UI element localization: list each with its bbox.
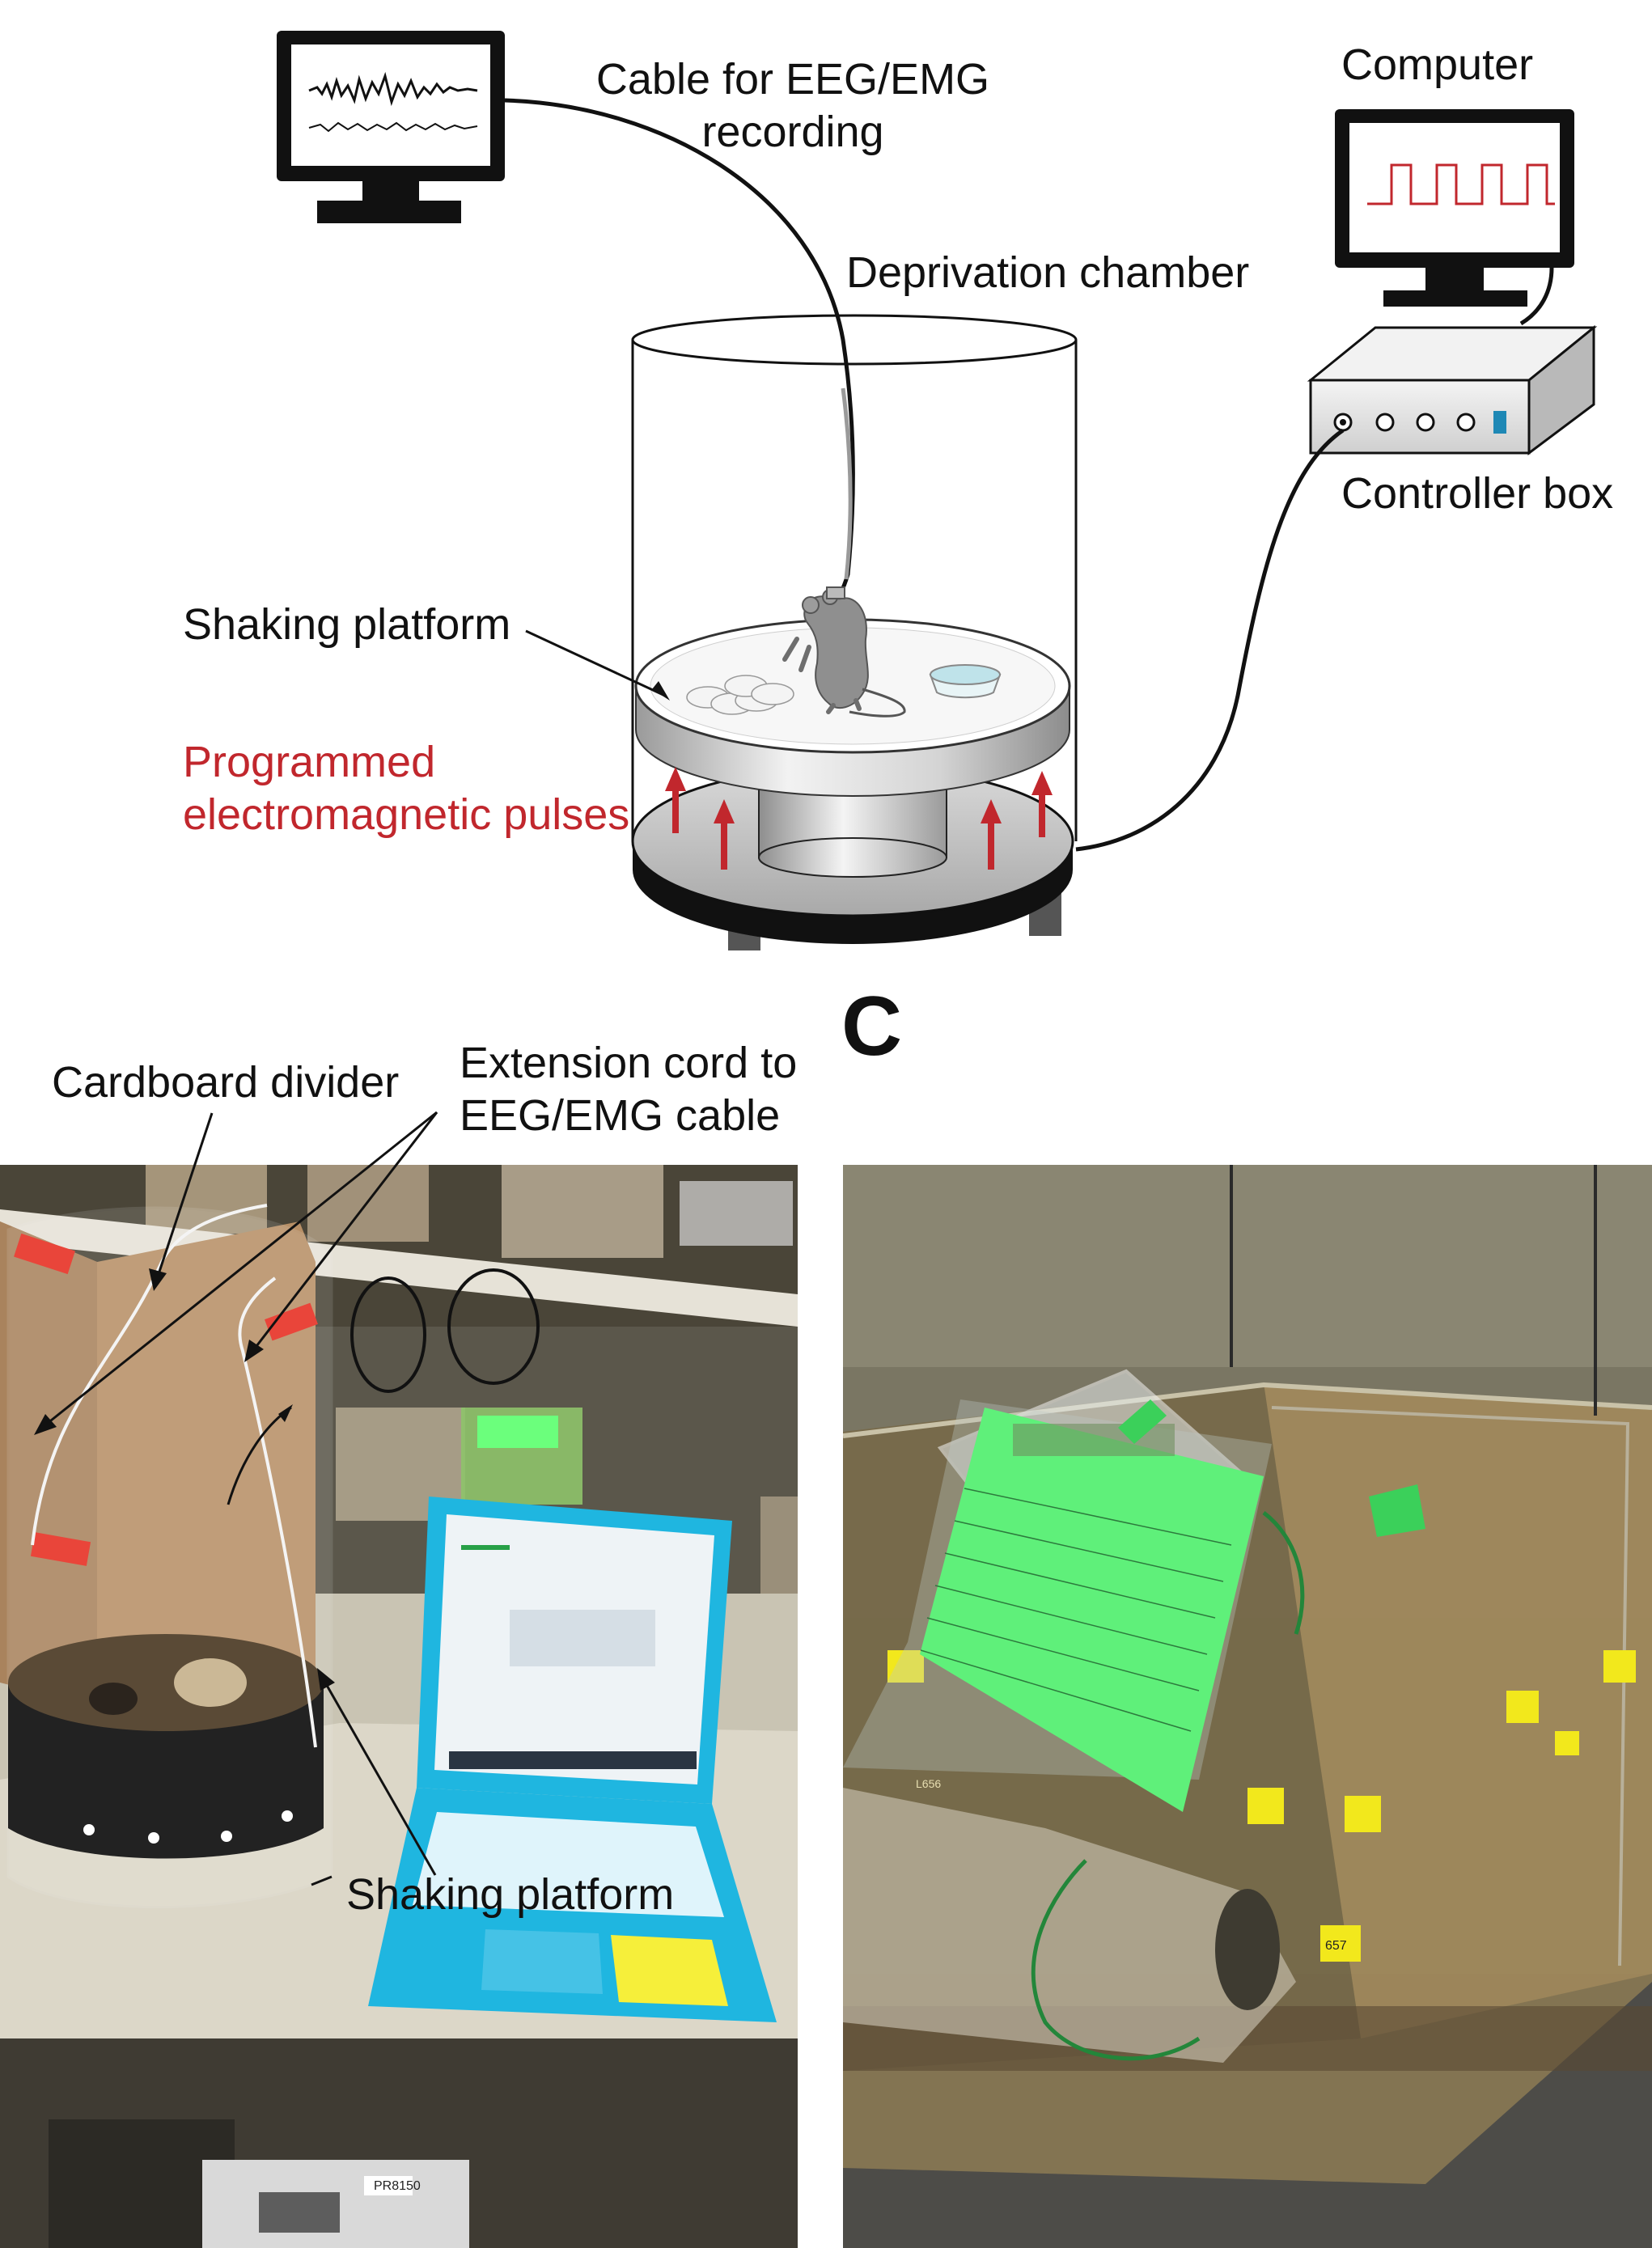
deprivation-chamber (631, 314, 1078, 841)
label-pulses-line2: electromagnetic pulses (183, 790, 630, 839)
label-eeg-cable: Cable for EEG/EMG recording (566, 53, 1019, 159)
cage-tag-b: L656 (916, 1777, 941, 1790)
pulse-arrows (665, 767, 1053, 870)
label-cardboard-divider: Cardboard divider (52, 1058, 400, 1107)
label-extension-line2: EEG/EMG cable (460, 1090, 781, 1140)
label-pulses-line1: Programmed (183, 738, 436, 786)
panel-label-c: C (841, 980, 903, 1073)
label-eeg-cable-line1: Cable for EEG/EMG (595, 55, 990, 104)
label-shaking-platform: Shaking platform (183, 600, 511, 649)
photo-lab-setup: PR8150 (0, 1165, 798, 2248)
photo-cage-closeup: 657 L656 (843, 1165, 1652, 2248)
shelf-device-tag: PR8150 (374, 2179, 421, 2193)
label-extension-cord: Extension cord to EEG/EMG cable (460, 1037, 797, 1142)
label-computer: Computer (1341, 40, 1534, 89)
label-eeg-cable-line2: recording (701, 107, 884, 156)
label-programmed-pulses: Programmed electromagnetic pulses (183, 736, 629, 841)
controller-box-icon (1307, 324, 1598, 455)
cage-tag-a: 657 (1325, 1939, 1347, 1953)
label-shaking-platform-photo: Shaking platform (346, 1870, 675, 1919)
schematic-diagram (277, 31, 1598, 950)
computer-monitor-icon (1335, 109, 1574, 307)
eeg-monitor-icon (277, 31, 505, 223)
photo-annotations (227, 1404, 333, 1886)
label-extension-line1: Extension cord to (460, 1039, 798, 1087)
label-controller-box: Controller box (1341, 469, 1614, 518)
mouse-icon (782, 586, 906, 718)
label-deprivation-chamber: Deprivation chamber (846, 248, 1250, 297)
